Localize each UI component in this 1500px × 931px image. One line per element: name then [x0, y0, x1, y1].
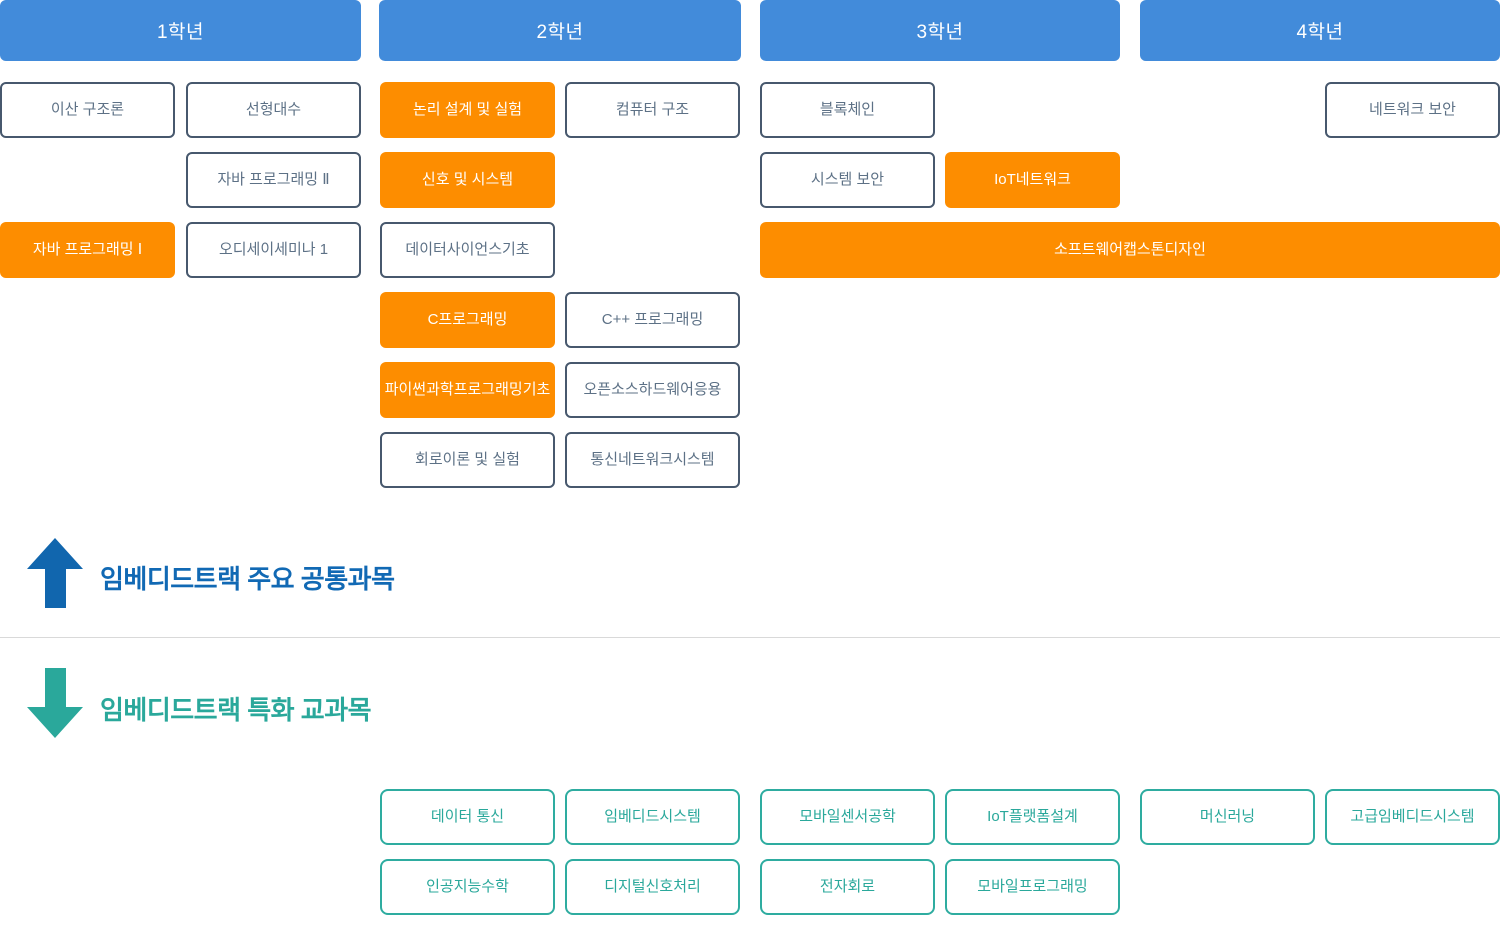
course-box: C프로그래밍 — [380, 292, 555, 348]
special-course-box: IoT플랫폼설계 — [945, 789, 1120, 845]
course-box: 통신네트워크시스템 — [565, 432, 740, 488]
course-box: 네트워크 보안 — [1325, 82, 1500, 138]
course-box: 논리 설계 및 실험 — [380, 82, 555, 138]
course-box: 이산 구조론 — [0, 82, 175, 138]
course-box: 자바 프로그래밍 Ⅰ — [0, 222, 175, 278]
special-course-box: 모바일프로그래밍 — [945, 859, 1120, 915]
course-box: 선형대수 — [186, 82, 361, 138]
course-box: 자바 프로그래밍 Ⅱ — [186, 152, 361, 208]
course-box: IoT네트워크 — [945, 152, 1120, 208]
special-course-box: 머신러닝 — [1140, 789, 1315, 845]
special-course-box: 디지털신호처리 — [565, 859, 740, 915]
down-arrow-icon — [27, 668, 83, 738]
special-course-box: 데이터 통신 — [380, 789, 555, 845]
special-course-box: 모바일센서공학 — [760, 789, 935, 845]
course-box: 파이썬과학프로그래밍기초 — [380, 362, 555, 418]
course-box: 컴퓨터 구조 — [565, 82, 740, 138]
year-header-1: 1학년 — [0, 0, 361, 61]
course-box: 시스템 보안 — [760, 152, 935, 208]
course-box: C++ 프로그래밍 — [565, 292, 740, 348]
year-header-2: 2학년 — [379, 0, 741, 61]
course-box: 오픈소스하드웨어응용 — [565, 362, 740, 418]
course-box: 신호 및 시스템 — [380, 152, 555, 208]
special-course-box: 인공지능수학 — [380, 859, 555, 915]
course-box: 오디세이세미나 1 — [186, 222, 361, 278]
special-section-title: 임베디드트랙 특화 교과목 — [100, 695, 372, 725]
special-course-box: 고급임베디드시스템 — [1325, 789, 1500, 845]
course-box: 소프트웨어캡스톤디자인 — [760, 222, 1500, 278]
year-header-4: 4학년 — [1140, 0, 1500, 61]
special-course-box: 전자회로 — [760, 859, 935, 915]
year-header-3: 3학년 — [760, 0, 1120, 61]
section-divider — [0, 637, 1500, 638]
common-section-title: 임베디드트랙 주요 공통과목 — [100, 564, 395, 594]
course-box: 회로이론 및 실험 — [380, 432, 555, 488]
up-arrow-icon — [27, 538, 83, 608]
course-box: 블록체인 — [760, 82, 935, 138]
special-course-box: 임베디드시스템 — [565, 789, 740, 845]
course-box: 데이터사이언스기초 — [380, 222, 555, 278]
